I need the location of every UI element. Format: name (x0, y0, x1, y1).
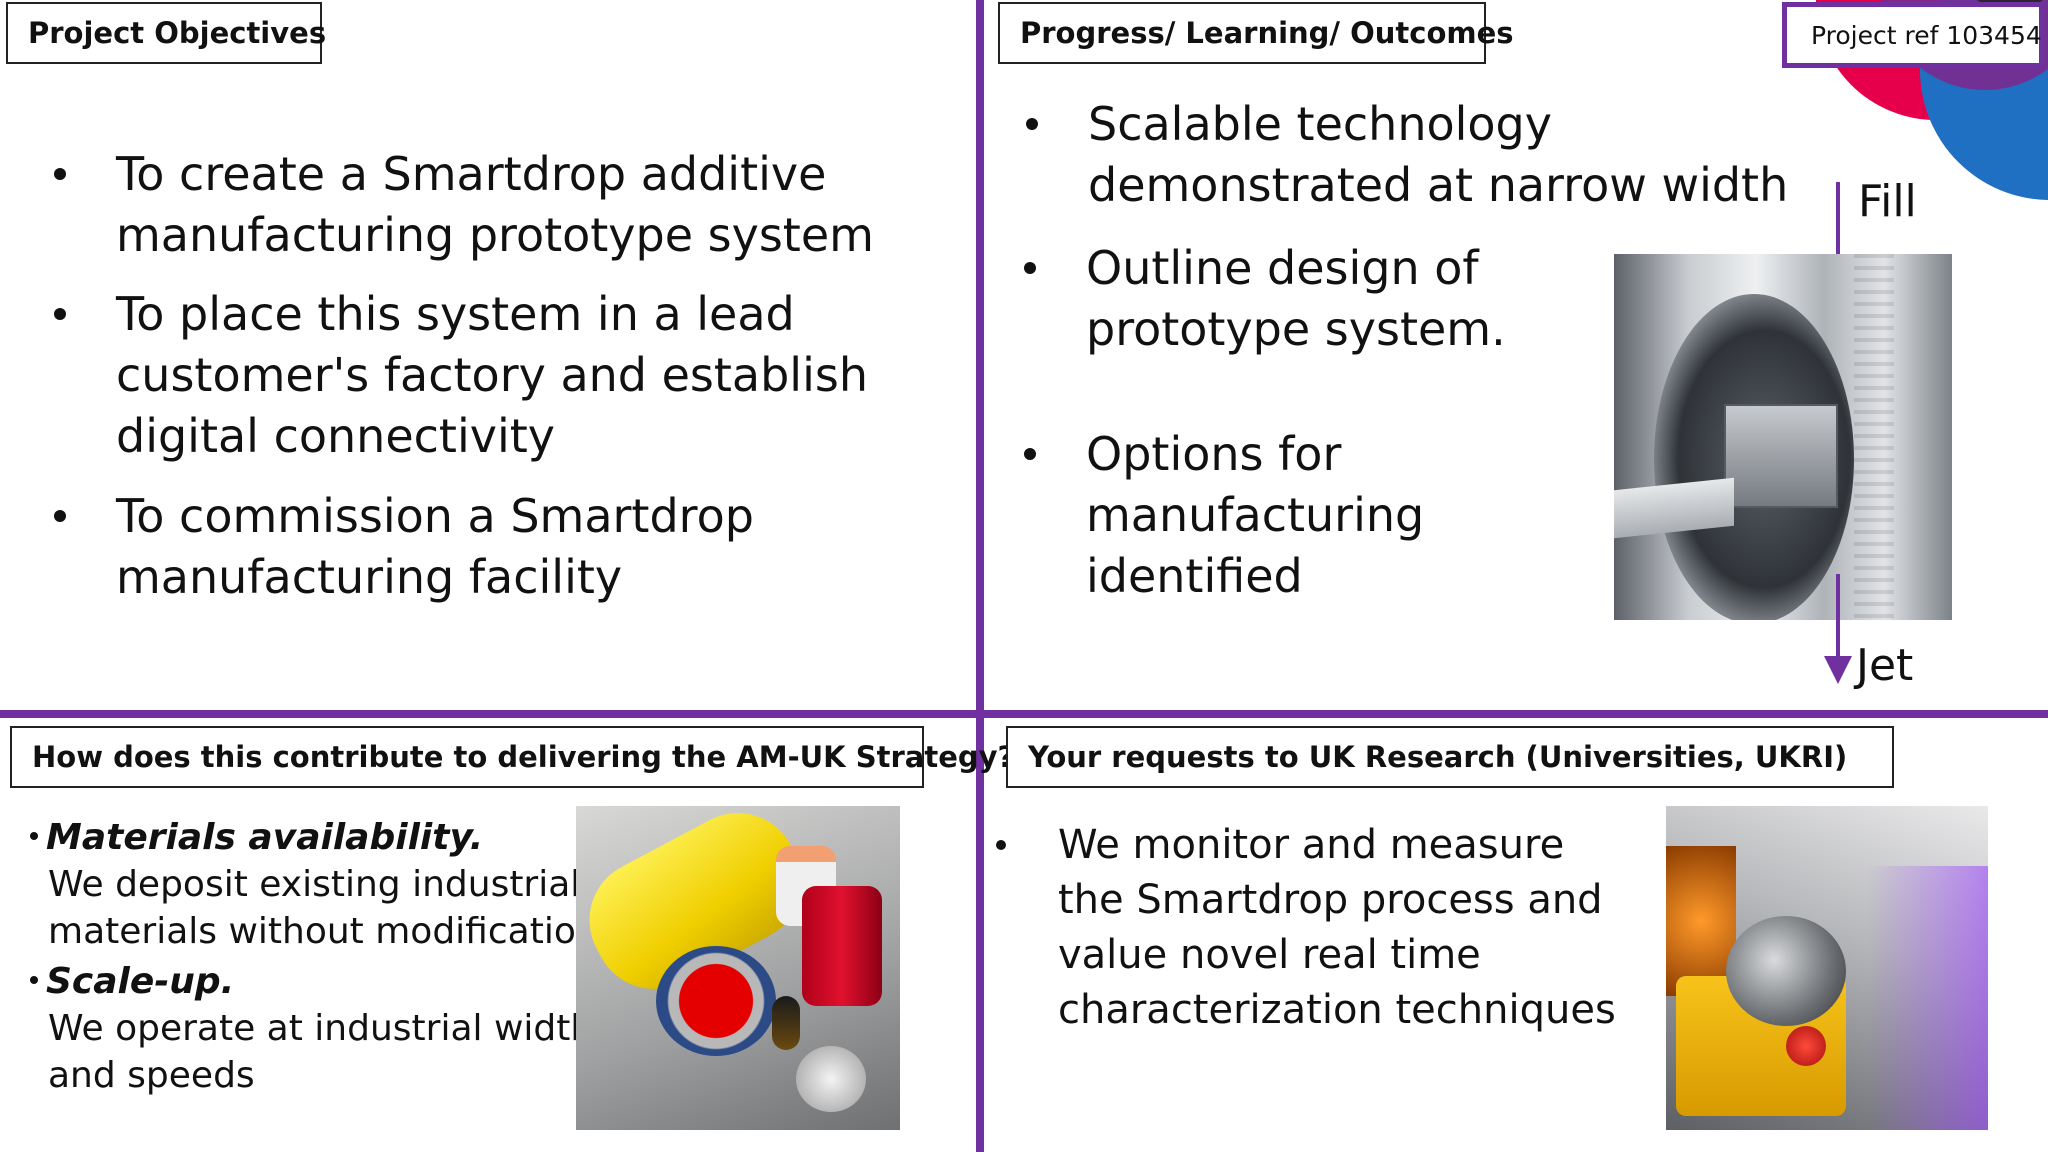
progress-line: Options for (1086, 427, 1342, 481)
roller-mount-block (1724, 404, 1838, 508)
strategy-item-title: Materials availability. (46, 814, 610, 861)
fill-label: Fill (1858, 176, 1917, 227)
bullet-dot (1024, 448, 1036, 460)
red-paint-can (656, 946, 776, 1056)
fill-arrow-line (1836, 182, 1840, 272)
objective-item: To create a Smartdrop additive manufactu… (116, 144, 874, 266)
bullet-dot (1024, 262, 1036, 274)
strategy-title-text: Scale-up. (46, 961, 235, 1002)
jet-label: Jet (1856, 640, 1914, 691)
objective-item: To commission a Smartdrop manufacturing … (116, 486, 754, 608)
strategy-item: Materials availability. We deposit exist… (46, 814, 610, 955)
silver-can (796, 1046, 866, 1112)
bullet-dot (54, 308, 66, 320)
objective-line: To create a Smartdrop additive (116, 147, 827, 201)
project-ref-text: Project ref 103454 (1811, 20, 2042, 50)
progress-line: demonstrated at narrow width (1088, 158, 1789, 212)
roller-perforations (1854, 254, 1894, 620)
machine-red-button (1786, 1026, 1826, 1066)
bullet-dot (54, 510, 66, 522)
bullet-dot (54, 168, 66, 180)
heading-project-objectives: Project Objectives (6, 2, 326, 64)
progress-line: Scalable technology (1088, 97, 1552, 151)
bullet-dot (30, 832, 38, 840)
request-line: We monitor and measure (1058, 822, 1565, 868)
strategy-item: Scale-up. We operate at industrial width… (46, 958, 612, 1099)
machine-photo (1666, 806, 1988, 1130)
machine-orange-glow (1666, 846, 1736, 996)
request-item: We monitor and measure the Smartdrop pro… (1058, 818, 1616, 1038)
heading-amuk-strategy: How does this contribute to delivering t… (10, 726, 1014, 788)
strategy-item-body: We deposit existing industrial (48, 864, 581, 905)
red-jar (802, 886, 882, 1006)
progress-item: Outline design of prototype system. (1086, 238, 1506, 360)
objective-item: To place this system in a lead customer'… (116, 284, 868, 467)
machine-steel-roller (1726, 916, 1846, 1026)
heading-progress: Progress/ Learning/ Outcomes (998, 2, 1514, 64)
heading-text: Progress/ Learning/ Outcomes (1020, 16, 1514, 50)
progress-line: prototype system. (1086, 302, 1506, 356)
objective-line: manufacturing prototype system (116, 208, 874, 262)
objective-line: manufacturing facility (116, 550, 623, 604)
strategy-item-body: and speeds (48, 1055, 255, 1096)
objective-line: To commission a Smartdrop (116, 489, 754, 543)
heading-text: How does this contribute to delivering t… (32, 740, 1015, 774)
bullet-dot (996, 840, 1006, 850)
progress-line: identified (1086, 549, 1303, 603)
progress-line: manufacturing (1086, 488, 1425, 542)
request-line: the Smartdrop process and (1058, 877, 1603, 923)
vertical-divider (976, 0, 984, 1152)
strategy-title-text: Materials availability. (46, 817, 484, 858)
jet-arrow-line (1836, 574, 1840, 664)
objective-line: To place this system in a lead (116, 287, 795, 341)
request-line: characterization techniques (1058, 987, 1616, 1033)
machine-purple-light (1866, 866, 1988, 1130)
bullet-dot (30, 976, 38, 984)
strategy-item-body: We operate at industrial widths (48, 1008, 612, 1049)
bullet-dot (1026, 118, 1038, 130)
progress-item: Scalable technology demonstrated at narr… (1088, 94, 1788, 216)
heading-text: Your requests to UK Research (Universiti… (1028, 740, 1848, 774)
progress-item: Options for manufacturing identified (1086, 424, 1424, 607)
progress-line: Outline design of (1086, 241, 1479, 295)
horizontal-divider (0, 710, 2048, 718)
paint-materials-photo (576, 806, 900, 1130)
jet-arrow-head (1824, 656, 1852, 684)
roller-photo (1614, 254, 1952, 620)
heading-uk-research-requests: Your requests to UK Research (Universiti… (1006, 726, 1894, 788)
objective-line: digital connectivity (116, 409, 555, 463)
strategy-item-body: materials without modification. (48, 911, 611, 952)
objective-line: customer's factory and establish (116, 348, 868, 402)
heading-text: Project Objectives (28, 16, 327, 50)
project-ref-badge: Project ref 103454 (1782, 2, 2044, 68)
request-line: value novel real time (1058, 932, 1481, 978)
strategy-item-title: Scale-up. (46, 958, 612, 1005)
small-bottle (772, 996, 800, 1050)
